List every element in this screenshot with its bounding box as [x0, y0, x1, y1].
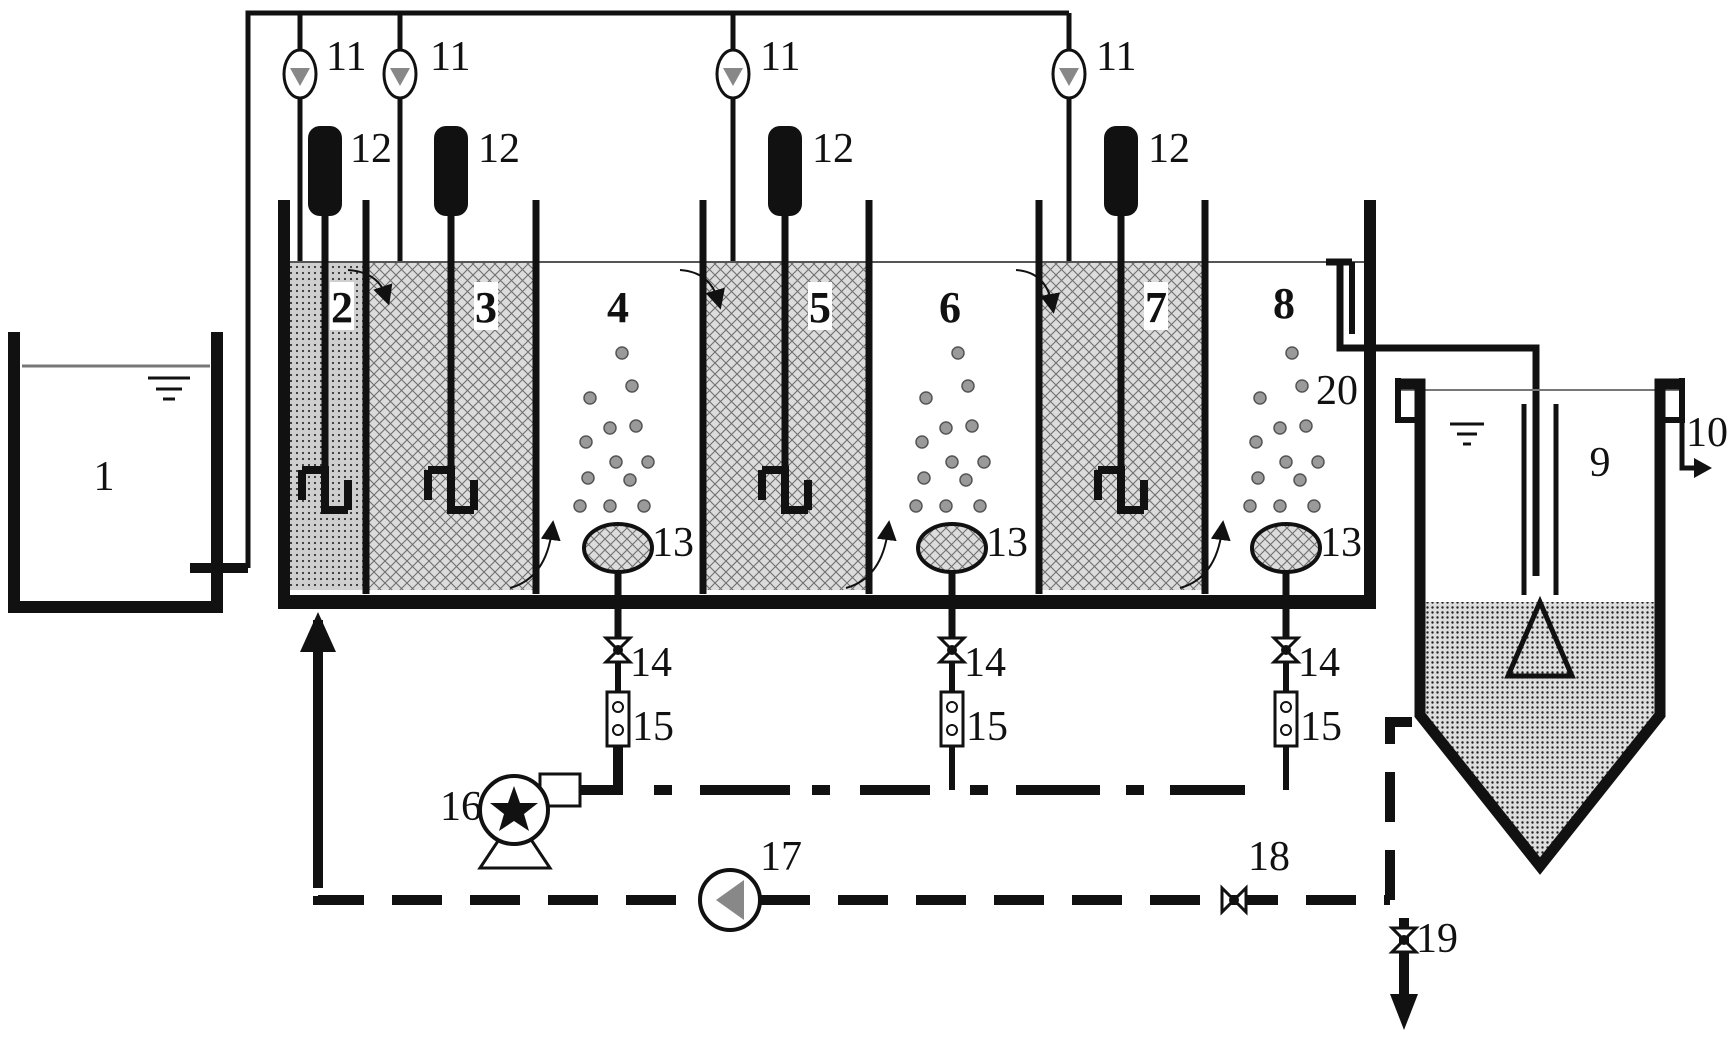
air-bubbles — [573, 346, 1325, 513]
dosing-pump-icon — [282, 48, 318, 100]
bowtie-valve-icon — [1388, 926, 1420, 954]
stirrer-icon — [1094, 126, 1148, 514]
stirrer-label: 12 — [812, 126, 854, 172]
valve-18-label: 18 — [1248, 834, 1290, 880]
chamber-4-label: 4 — [607, 283, 629, 332]
valve-label: 14 — [1298, 640, 1340, 686]
dosing-pump-icon — [1051, 48, 1087, 100]
stirrer-icon — [424, 126, 478, 514]
air-supply-branch — [540, 636, 634, 795]
dosing-pump-label: 11 — [1096, 34, 1136, 80]
aerator-label: 13 — [986, 520, 1028, 566]
aerator-icon — [582, 522, 654, 640]
chamber-5-label: 5 — [809, 283, 831, 332]
bowtie-valve-icon — [1220, 884, 1248, 916]
return-pump-label: 17 — [760, 834, 802, 880]
reactor-tank — [278, 200, 1376, 609]
feed-pipe — [190, 10, 1069, 573]
bowtie-valve-icon — [1270, 636, 1302, 664]
component-labels: 11 11 11 11 12 12 12 12 13 13 13 14 14 1… — [326, 34, 1728, 962]
chamber-8-label: 8 — [1273, 279, 1295, 328]
stirrer-label: 12 — [350, 126, 392, 172]
chamber-labels: 2 3 4 5 6 7 8 — [330, 279, 1295, 332]
dosing-pump-label: 11 — [326, 34, 366, 80]
blower-label: 16 — [440, 784, 482, 830]
water-level-icon — [1450, 422, 1484, 446]
flowmeter-label: 15 — [632, 704, 674, 750]
chamber-7-label: 7 — [1145, 283, 1167, 332]
dosing-pump-icon — [715, 48, 751, 100]
waste-sludge-line — [1388, 918, 1420, 1030]
flow-arrows — [347, 269, 1231, 589]
air-supply-branch — [1270, 636, 1302, 790]
tank-1-label: 1 — [94, 454, 115, 500]
dosing-pump-label: 11 — [430, 34, 470, 80]
bowtie-valve-icon — [936, 636, 968, 664]
dosing-pump-icon — [382, 48, 418, 100]
water-level-icon — [148, 376, 190, 401]
clarifier-9-label: 9 — [1590, 440, 1611, 486]
aerator-icon — [1250, 522, 1322, 640]
weir-label: 20 — [1316, 368, 1358, 414]
effluent-label: 10 — [1686, 410, 1728, 456]
chamber-6-label: 6 — [939, 283, 961, 332]
flowmeter-label: 15 — [966, 704, 1008, 750]
secondary-clarifier: 9 — [1395, 378, 1712, 875]
overflow-weir — [1326, 258, 1540, 576]
aerator-icon — [916, 522, 988, 640]
chamber-3-label: 3 — [475, 283, 497, 332]
chamber-2-label: 2 — [331, 283, 353, 332]
stirrer-label: 12 — [478, 126, 520, 172]
raw-water-tank: 1 — [8, 332, 223, 613]
rotameter-icon — [1273, 690, 1299, 748]
return-pump-icon — [698, 868, 762, 932]
aerator-label: 13 — [652, 520, 694, 566]
dosing-pump-label: 11 — [760, 34, 800, 80]
stirrer-icon — [758, 126, 812, 514]
return-sludge-line — [300, 612, 1412, 905]
stirrer-icon — [298, 126, 352, 514]
air-supply-branch — [936, 636, 968, 790]
bowtie-valve-icon — [602, 636, 634, 664]
star-blower-icon — [477, 772, 582, 870]
dosing-lines — [297, 13, 1072, 262]
rotameter-icon — [939, 690, 965, 748]
flowmeter-label: 15 — [1300, 704, 1342, 750]
valve-label: 14 — [964, 640, 1006, 686]
valve-label: 14 — [630, 640, 672, 686]
stirrer-label: 12 — [1148, 126, 1190, 172]
rotameter-icon — [605, 690, 631, 748]
valve-19-label: 19 — [1416, 916, 1458, 962]
aerator-label: 13 — [1320, 520, 1362, 566]
